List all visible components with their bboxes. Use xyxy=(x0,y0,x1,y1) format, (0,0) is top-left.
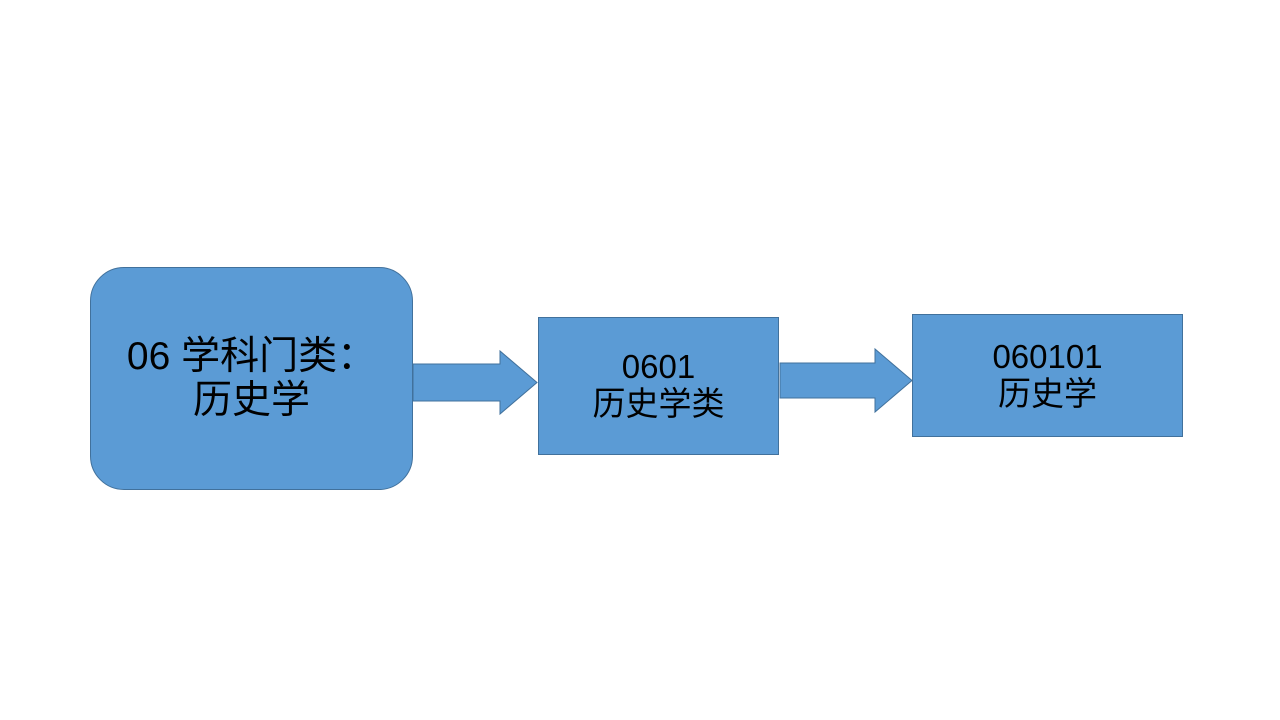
node-discipline-category-name: 历史学 xyxy=(192,378,310,422)
right-block-arrow-icon xyxy=(412,349,538,416)
node-discipline-class[interactable]: 0601 历史学类 xyxy=(538,317,779,455)
node-discipline-category[interactable]: 06 学科门类： 历史学 xyxy=(90,267,413,490)
node-major[interactable]: 060101 历史学 xyxy=(912,314,1183,437)
node-discipline-category-code: 06 学科门类： xyxy=(126,334,377,378)
node-discipline-class-code: 0601 xyxy=(621,348,696,386)
node-major-name: 历史学 xyxy=(998,374,1097,412)
node-major-code: 060101 xyxy=(992,337,1103,375)
node-discipline-class-name: 历史学类 xyxy=(592,385,725,422)
right-block-arrow-icon xyxy=(779,347,913,414)
